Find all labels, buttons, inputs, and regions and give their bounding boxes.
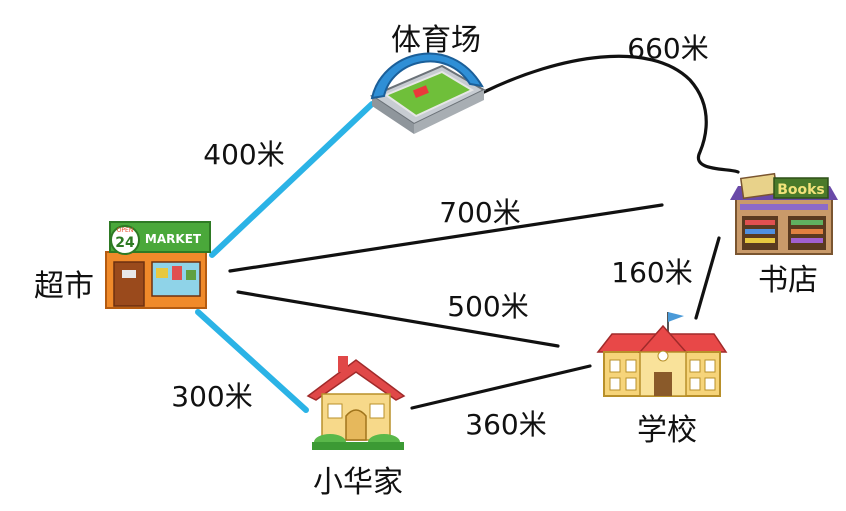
label-supermarket: 超市 <box>34 269 94 304</box>
distance-supermarket-stadium: 400米 <box>203 138 284 171</box>
distance-home-school: 360米 <box>465 408 546 441</box>
route-home-school <box>410 364 592 410</box>
route-supermarket-school <box>236 290 560 348</box>
school-icon <box>596 312 728 397</box>
label-home: 小华家 <box>313 465 403 500</box>
market-brand-text: MARKET <box>145 232 202 246</box>
distance-stadium-bookstore: 660米 <box>627 32 708 65</box>
stadium-icon <box>369 52 487 134</box>
distance-supermarket-bookstore: 700米 <box>439 196 520 229</box>
label-school: 学校 <box>637 413 697 448</box>
bookstore-sign-text: Books <box>777 182 825 198</box>
label-stadium: 体育场 <box>391 23 481 58</box>
bookstore-icon: Books <box>730 172 838 255</box>
route-supermarket-stadium <box>209 101 375 258</box>
route-bookstore-school <box>694 236 721 320</box>
market-open-text: OPEN <box>117 227 134 234</box>
supermarket-icon: OPEN 24 MARKET <box>105 221 211 309</box>
home-icon <box>306 356 406 450</box>
market-24-text: 24 <box>115 235 135 251</box>
distance-supermarket-school: 500米 <box>447 290 528 323</box>
route-stadium-bookstore <box>482 54 740 174</box>
distance-supermarket-home: 300米 <box>171 380 252 413</box>
distance-bookstore-school: 160米 <box>611 256 692 289</box>
label-bookstore: 书店 <box>758 263 818 298</box>
route-supermarket-bookstore <box>228 203 664 273</box>
route-supermarket-home <box>195 309 309 413</box>
